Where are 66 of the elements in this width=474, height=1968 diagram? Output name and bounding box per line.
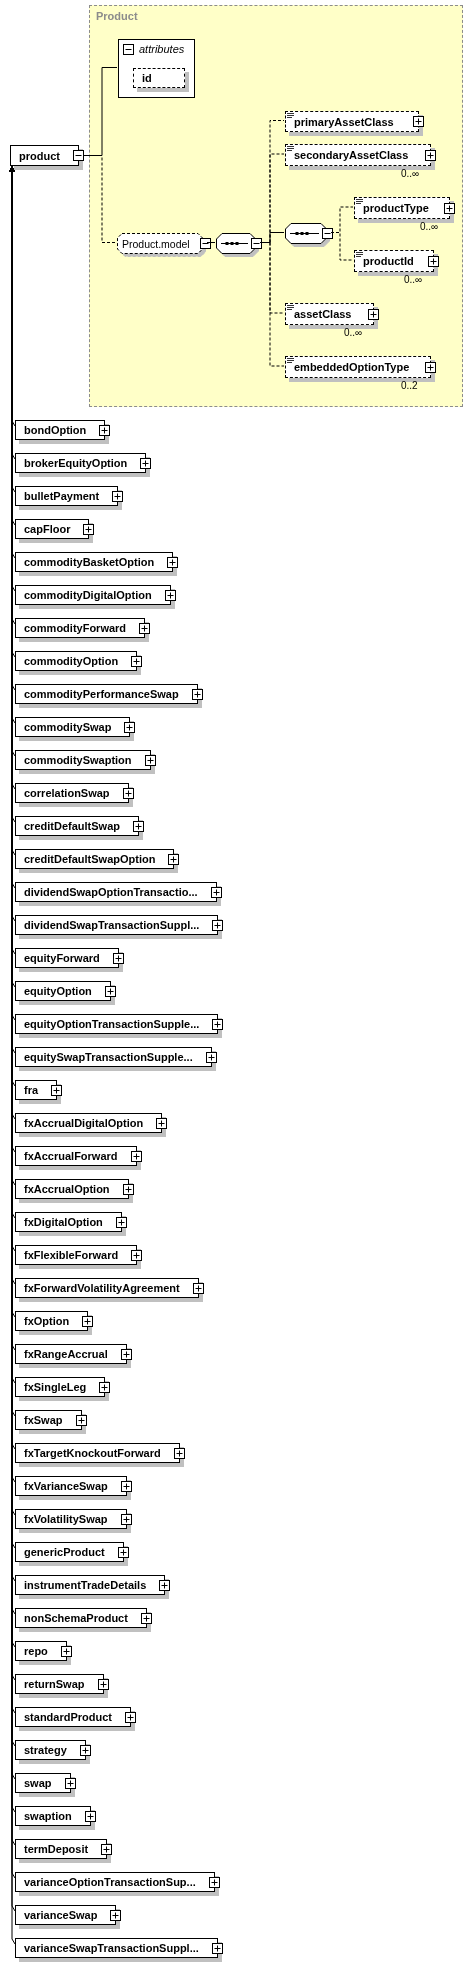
element-name: equityOption: [24, 985, 92, 997]
model-name: Product.model: [122, 237, 190, 250]
element-name: secondaryAssetClass: [294, 149, 409, 161]
element-name: swap: [24, 1777, 52, 1789]
element-name: correlationSwap: [24, 787, 110, 799]
element-name: commodityPerformanceSwap: [24, 688, 179, 700]
element-name: fxTargetKnockoutForward: [24, 1447, 161, 1459]
occurrence-label: 0..∞: [344, 327, 363, 338]
element-name: equityOptionTransactionSupple...: [24, 1018, 200, 1030]
element-name: commodityBasketOption: [24, 556, 155, 568]
element-name: genericProduct: [24, 1546, 105, 1558]
element-name: fxForwardVolatilityAgreement: [24, 1282, 180, 1294]
element-name: fxAccrualForward: [24, 1150, 118, 1162]
element-name: embeddedOptionType: [294, 361, 410, 373]
group-title: Product: [96, 10, 138, 22]
group-panel: [89, 5, 463, 407]
element-name: bulletPayment: [24, 490, 100, 502]
element-name: fxVolatilitySwap: [24, 1513, 108, 1525]
occurrence-label: 0..∞: [401, 168, 420, 179]
element-name: standardProduct: [24, 1711, 112, 1723]
element-name: capFloor: [24, 523, 71, 535]
element-name: swaption: [24, 1810, 72, 1822]
element-name: brokerEquityOption: [24, 457, 128, 469]
element-name: commodityForward: [24, 622, 127, 634]
element-name: commoditySwaption: [24, 754, 132, 766]
element-name: strategy: [24, 1744, 67, 1756]
element-name: dividendSwapOptionTransactio...: [24, 886, 198, 898]
element-name: product: [19, 149, 60, 162]
element-name: nonSchemaProduct: [24, 1612, 128, 1624]
element-name: fxVarianceSwap: [24, 1480, 108, 1492]
element-name: id: [142, 72, 152, 84]
element-name: commoditySwap: [24, 721, 112, 733]
element-name: varianceSwapTransactionSuppl...: [24, 1942, 199, 1954]
element-name: productId: [363, 255, 414, 267]
connector: [206, 242, 216, 243]
element-name: fxAccrualDigitalOption: [24, 1117, 144, 1129]
element-name: fxAccrualOption: [24, 1183, 110, 1195]
occurrence-label: 0..2: [401, 380, 418, 391]
attributes-panel: [118, 39, 195, 98]
element-name: creditDefaultSwapOption: [24, 853, 156, 865]
element-name: dividendSwapTransactionSuppl...: [24, 919, 200, 931]
element-name: commodityOption: [24, 655, 119, 667]
element-name: primaryAssetClass: [294, 115, 394, 128]
occurrence-label: 0..∞: [420, 221, 439, 232]
element-name: fxSwap: [24, 1414, 63, 1426]
element-name: varianceSwap: [24, 1909, 98, 1921]
element-name: creditDefaultSwap: [24, 820, 120, 832]
element-name: fra: [24, 1084, 39, 1096]
element-name: fxOption: [24, 1315, 70, 1327]
element-name: commodityDigitalOption: [24, 589, 152, 601]
element-name: termDeposit: [24, 1843, 89, 1855]
attributes-title: attributes: [139, 43, 185, 55]
element-name: equitySwapTransactionSupple...: [24, 1051, 193, 1063]
element-name: returnSwap: [24, 1678, 85, 1690]
element-name: fxRangeAccrual: [24, 1348, 108, 1360]
element-name: fxFlexibleForward: [24, 1249, 119, 1261]
element-name: repo: [24, 1645, 48, 1657]
element-name: fxDigitalOption: [24, 1216, 103, 1228]
element-name: equityForward: [24, 952, 100, 964]
element-name: productType: [363, 202, 429, 214]
element-name: varianceOptionTransactionSup...: [24, 1876, 196, 1888]
element-name: fxSingleLeg: [24, 1381, 87, 1393]
element-name: instrumentTradeDetails: [24, 1579, 147, 1591]
element-name: bondOption: [24, 424, 87, 436]
element-name: assetClass: [294, 308, 352, 320]
occurrence-label: 0..∞: [404, 274, 423, 285]
